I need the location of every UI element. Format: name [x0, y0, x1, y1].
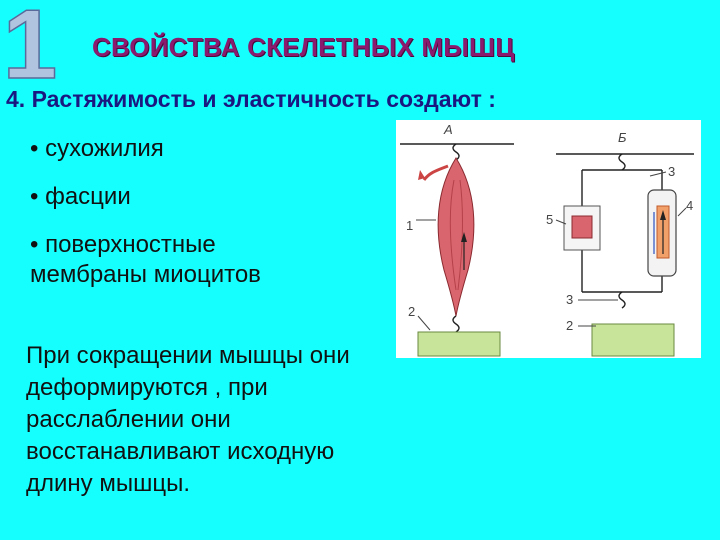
- muscle-element: [571, 215, 593, 239]
- tendon-tip: [418, 170, 425, 180]
- arrow-head-b: [660, 210, 666, 220]
- arrow-head: [461, 232, 467, 242]
- muscle-tendon: [422, 164, 449, 181]
- slide-subtitle: 4. Растяжимость и эластичность создают :: [6, 86, 496, 112]
- label-4: 4: [686, 198, 693, 213]
- label-3-top: 3: [668, 164, 675, 179]
- diagram-svg: А 1 2 Б 3 4 5 3 2: [400, 122, 694, 357]
- hook-weight-b: [618, 291, 626, 309]
- slide-title: СВОЙСТВА СКЕЛЕТНЫХ МЫШЦ: [92, 32, 515, 62]
- hook-a: [452, 143, 460, 161]
- bullet-item: • поверхностные мембраны миоцитов: [30, 231, 261, 288]
- leader-3-top: [649, 171, 667, 177]
- label-5: 5: [546, 212, 553, 227]
- bullet-item: • сухожилия: [30, 135, 164, 162]
- slide-number-graphic: 1: [2, 0, 58, 86]
- label-3-bottom: 3: [566, 292, 573, 307]
- label-2-right: 2: [566, 318, 573, 333]
- explanation-paragraph: При сокращении мышцы они деформируются ,…: [26, 342, 350, 497]
- slide-number: 1: [3, 0, 58, 86]
- weight-a: [417, 331, 501, 357]
- hook-weight-a: [452, 315, 460, 333]
- muscle-fiber: [457, 179, 463, 291]
- label-a: А: [443, 122, 453, 137]
- leader-2-left: [417, 315, 431, 331]
- label-2-left: 2: [408, 304, 415, 319]
- weight-b: [591, 323, 675, 357]
- leader-5: [555, 219, 567, 225]
- label-b: Б: [618, 130, 627, 145]
- muscle-diagram: А 1 2 Б 3 4 5 3 2: [396, 120, 701, 358]
- hook-b: [618, 153, 626, 171]
- label-1: 1: [406, 218, 413, 233]
- muscle-fiber: [449, 179, 457, 291]
- muscle-a: [437, 157, 475, 317]
- bullet-item: • фасции: [30, 183, 131, 210]
- leader-4: [677, 207, 687, 217]
